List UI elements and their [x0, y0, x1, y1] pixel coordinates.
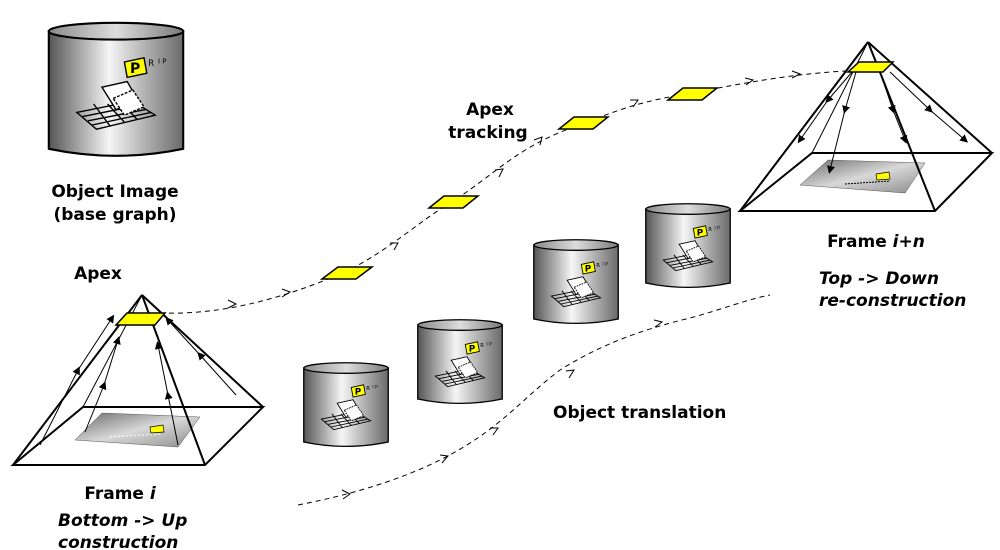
apex-marker-3	[556, 116, 611, 130]
apex-tracking-chevrons	[227, 70, 802, 309]
object-translation-path	[297, 294, 771, 506]
object-cylinder-4	[645, 203, 731, 289]
object-cylinder-2	[417, 319, 503, 405]
apex-tracking-label-line1: Apex	[466, 100, 514, 120]
apex-marker-4	[665, 87, 720, 101]
pyramid-frame-in	[737, 41, 995, 212]
frame-in-apex-cap	[846, 61, 895, 73]
top-down-label-line1: Top -> Down	[819, 269, 939, 289]
apex-label: Apex	[74, 264, 122, 284]
apex-tracking-label-line2: tracking	[448, 123, 527, 143]
object-cylinder-3	[533, 239, 619, 325]
apex-tracking-path	[159, 69, 869, 314]
object-image-label-line1: Object Image	[51, 182, 178, 202]
pyramid-frame-i	[10, 294, 266, 466]
bottom-up-label-line1: Bottom -> Up	[58, 511, 187, 531]
frame-i-base-image	[74, 412, 201, 448]
frame-in-label: Frame i+n	[827, 232, 925, 252]
object-image-cylinder	[47, 21, 185, 157]
bottom-up-label-line2: construction	[58, 533, 178, 550]
apex-marker-1	[319, 266, 375, 280]
object-cylinder-1	[303, 362, 389, 448]
object-image-label-line2: (base graph)	[53, 205, 176, 225]
top-down-label-line2: re-construction	[819, 291, 966, 311]
frame-i-apex-cap	[114, 312, 167, 326]
object-translation-label: Object translation	[553, 403, 726, 423]
apex-marker-2	[426, 195, 481, 209]
frame-i-label: Frame i	[84, 484, 157, 504]
object-translation-chevrons	[341, 319, 664, 500]
